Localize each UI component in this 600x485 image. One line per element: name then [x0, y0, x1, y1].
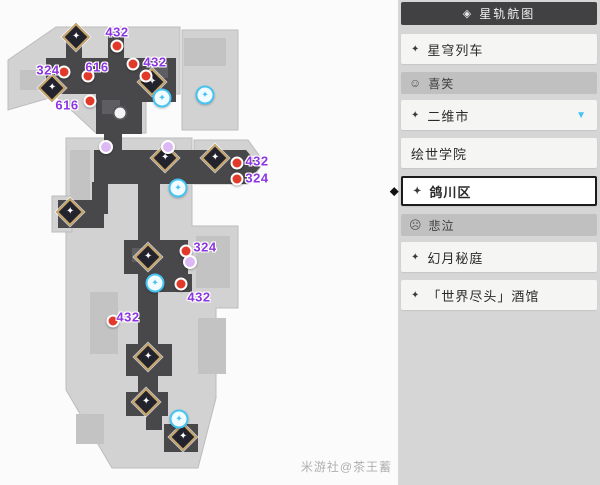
space-anchor-icon[interactable]: ✦: [169, 409, 189, 429]
enemy-dot-icon: [106, 314, 120, 328]
sidebar-item-4[interactable]: ◆ ✦ 鸽川区: [390, 176, 597, 206]
diamond-bullet-icon: ✦: [411, 43, 421, 55]
count-label: 324: [36, 62, 60, 78]
teleport-anchor-icon[interactable]: ✦: [133, 342, 163, 372]
anchor-glyph: ✦: [47, 81, 57, 93]
anchor-glyph: ✦: [160, 151, 170, 163]
selection-cursor-icon: ◆: [390, 185, 400, 198]
space-anchor-icon[interactable]: ✦: [195, 85, 215, 105]
compass-icon: ◈: [462, 8, 474, 20]
anchor-glyph: ✦: [143, 250, 153, 262]
sidebar-item-label: 二维市: [427, 108, 470, 124]
teleport-anchor-icon[interactable]: ✦: [55, 197, 85, 227]
count-label: 324: [245, 170, 269, 186]
space-anchor-icon[interactable]: ✦: [145, 273, 165, 293]
section-label: 悲泣: [428, 218, 455, 233]
diamond-bullet-icon: ✦: [411, 109, 421, 121]
anchor-glyph: ✦: [143, 350, 153, 362]
enemy-dot-icon: [81, 69, 95, 83]
space-anchor-icon[interactable]: ✦: [168, 178, 188, 198]
enemy-dot-icon: [139, 69, 153, 83]
teleport-anchor-icon[interactable]: ✦: [200, 143, 230, 173]
sidebar-item-label: 星穹列车: [427, 42, 484, 58]
diamond-bullet-icon: ✦: [411, 289, 421, 301]
poi-icon[interactable]: [112, 105, 128, 121]
diamond-bullet-icon: ✦: [411, 251, 421, 263]
sidebar-item-2[interactable]: ✦ 二维市 ▼: [401, 100, 597, 130]
anchor-glyph: ✦: [71, 30, 81, 42]
sidebar-item-label: 幻月秘庭: [427, 250, 484, 266]
teleport-anchor-icon[interactable]: ✦: [61, 22, 91, 52]
count-label: 432: [245, 153, 269, 169]
sidebar: ◈ 星轨航图 ✦ 星穹列车 ☺ 喜笑 ✦ 二维市 ▼ 绘世学院 ◆ ✦ 鸽川区 ☹ 悲泣 ✦ 幻月秘庭 ✦ 「世…: [390, 0, 600, 485]
smile-icon: ☺: [409, 76, 423, 90]
anchor-glyph: ✦: [178, 430, 188, 442]
count-label: 432: [105, 24, 129, 40]
item-dot-icon: [183, 255, 197, 269]
count-label: 616: [55, 97, 79, 113]
enemy-dot-icon: [174, 277, 188, 291]
enemy-dot-icon: [126, 57, 140, 71]
teleport-anchor-icon[interactable]: ✦: [131, 387, 161, 417]
sidebar-section-5: ☹ 悲泣: [401, 214, 597, 236]
sidebar-item-label: 「世界尽头」酒馆: [427, 288, 540, 304]
anchor-glyph: ✦: [141, 395, 151, 407]
map-title-bar: ◈ 星轨航图: [401, 2, 597, 25]
sidebar-item-0[interactable]: ✦ 星穹列车: [401, 34, 597, 64]
enemy-dot-icon: [110, 39, 124, 53]
count-label: 616: [85, 59, 109, 75]
count-label: 432: [116, 309, 140, 325]
watermark: 米游社@茶王蓄: [300, 460, 392, 474]
anchor-glyph: ✦: [65, 205, 75, 217]
sidebar-item-list: ✦ 星穹列车 ☺ 喜笑 ✦ 二维市 ▼ 绘世学院 ◆ ✦ 鸽川区 ☹ 悲泣 ✦ 幻月秘庭 ✦ 「世界尽头」酒馆: [390, 34, 597, 310]
count-label: 432: [187, 289, 211, 305]
sidebar-item-label: 绘世学院: [411, 146, 468, 162]
diamond-bullet-icon: ✦: [413, 185, 423, 197]
sidebar-item-6[interactable]: ✦ 幻月秘庭: [401, 242, 597, 272]
count-label: 432: [143, 54, 167, 70]
enemy-dot-icon: [230, 156, 244, 170]
sidebar-section-1: ☺ 喜笑: [401, 72, 597, 94]
space-anchor-icon[interactable]: ✦: [152, 88, 172, 108]
enemy-dot-icon: [83, 94, 97, 108]
item-dot-icon: [99, 140, 113, 154]
teleport-anchor-icon[interactable]: ✦: [133, 242, 163, 272]
enemy-dot-icon: [230, 172, 244, 186]
page-title: 星轨航图: [479, 7, 536, 21]
anchor-glyph: ✦: [210, 151, 220, 163]
section-label: 喜笑: [428, 76, 455, 91]
enemy-dot-icon: [57, 65, 71, 79]
sidebar-item-label: 鸽川区: [429, 184, 472, 200]
item-dot-icon: [161, 140, 175, 154]
weep-icon: ☹: [409, 218, 423, 232]
count-label: 324: [193, 239, 217, 255]
sidebar-item-3[interactable]: 绘世学院: [401, 138, 597, 168]
chevron-down-icon[interactable]: ▼: [576, 109, 587, 121]
sidebar-item-7[interactable]: ✦ 「世界尽头」酒馆: [401, 280, 597, 310]
